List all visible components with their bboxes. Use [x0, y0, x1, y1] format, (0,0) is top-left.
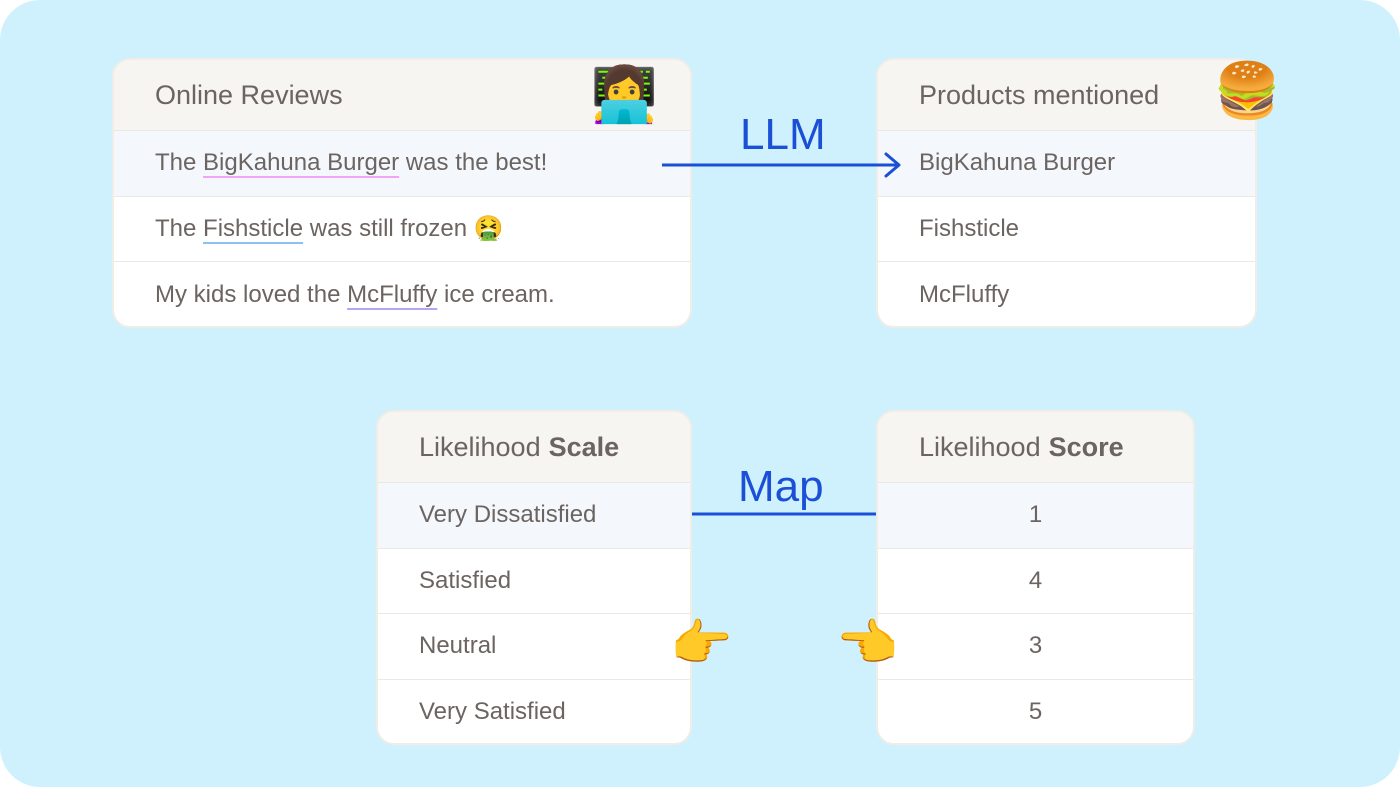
woman-technologist-icon: 👩‍💻	[590, 65, 658, 125]
llm-label: LLM	[740, 110, 826, 159]
review-text: ice cream.	[437, 280, 555, 308]
product-row: Fishsticle	[878, 197, 1255, 262]
score-row: 1	[878, 483, 1193, 549]
review-text: The	[155, 214, 204, 242]
online-reviews-card: Online Reviews 👩‍💻 The BigKahuna Burger …	[112, 58, 692, 328]
card-title: Likelihood	[919, 431, 1041, 462]
pointing-left-icon: 👈	[836, 615, 899, 671]
card-header: Online Reviews 👩‍💻	[114, 60, 690, 131]
map-label: Map	[738, 462, 824, 511]
scale-row: Satisfied	[378, 549, 690, 614]
review-text: was the best!	[399, 149, 548, 177]
entity-highlight: Fishsticle	[203, 214, 304, 242]
card-title: Online Reviews	[155, 79, 343, 110]
product-row: BigKahuna Burger	[878, 131, 1255, 197]
card-title: Products mentioned	[919, 79, 1160, 110]
hamburger-icon: 🍔	[1213, 61, 1281, 121]
product-row: McFluffy	[919, 280, 1010, 308]
entity-highlight: BigKahuna Burger	[203, 149, 400, 177]
review-row: The BigKahuna Burger was the best!	[114, 131, 690, 197]
pointing-right-icon: 👉	[670, 615, 733, 671]
card-title-bold: Score	[1048, 431, 1124, 462]
score-row: 5	[1028, 698, 1043, 726]
scale-row: Very Dissatisfied	[378, 483, 690, 549]
card-header: Products mentioned 🍔	[878, 60, 1281, 131]
entity-highlight: McFluffy	[347, 280, 438, 308]
score-row: 3	[878, 614, 1193, 680]
scale-row: Neutral	[378, 614, 690, 680]
review-row: The Fishsticle was still frozen 🤮	[114, 197, 690, 262]
review-text: The	[155, 149, 204, 177]
review-text: My kids loved the	[155, 280, 348, 308]
scale-row: Very Satisfied	[419, 698, 566, 726]
card-title: Likelihood	[419, 431, 541, 462]
card-title-bold: Scale	[548, 431, 620, 462]
vomiting-face-icon: 🤮	[473, 215, 504, 243]
products-card: Products mentioned 🍔 BigKahuna Burger Fi…	[876, 58, 1281, 328]
review-text: was still frozen	[303, 214, 474, 242]
score-row: 4	[878, 549, 1193, 614]
review-row: My kids loved the McFluffy ice cream.	[114, 262, 690, 328]
